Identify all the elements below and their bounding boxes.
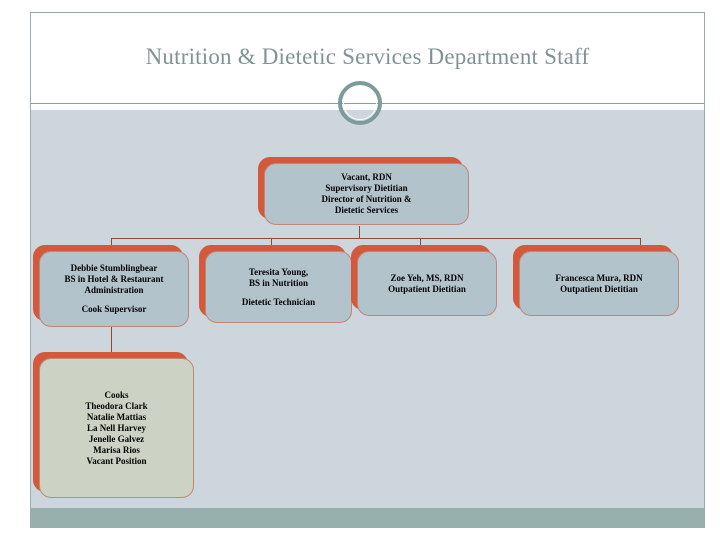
org-node-cook-supervisor[interactable]: Debbie Stumblingbear BS in Hotel & Resta… [33,245,189,327]
connector-root-stem [359,226,360,238]
node-line: Cooks [104,389,129,400]
node-face: Vacant, RDN Supervisory Dietitian Direct… [264,163,469,225]
decorative-ring-icon [338,81,382,125]
ring-outer [338,81,382,125]
page-title: Nutrition & Dietetic Services Department… [145,44,590,69]
connector-drop-2 [271,238,272,249]
node-line: BS in Nutrition [248,277,308,288]
node-line: Francesca Mura, RDN [555,272,643,283]
node-line: Natalie Mattias [86,411,147,422]
org-node-cooks-list[interactable]: Cooks Theodora Clark Natalie Mattias La … [33,352,194,498]
org-node-dietetic-technician[interactable]: Teresita Young, BS in Nutrition Dietetic… [199,245,352,323]
node-line: Debbie Stumblingbear [70,263,158,273]
connector-drop-1 [111,238,112,249]
node-line: Cook Supervisor [81,304,147,314]
node-face: Cooks Theodora Clark Natalie Mattias La … [39,358,194,498]
connector-horizontal-bus [111,238,641,239]
node-line: Outpatient Dietitian [560,283,638,294]
org-node-root[interactable]: Vacant, RDN Supervisory Dietitian Direct… [258,157,469,225]
node-line: Administration [84,285,144,295]
node-line: Theodora Clark [85,400,148,411]
org-node-zoe-yeh[interactable]: Zoe Yeh, MS, RDN Outpatient Dietitian [351,245,497,316]
node-line: La Nell Harvey [87,422,146,433]
node-face: Debbie Stumblingbear BS in Hotel & Resta… [39,251,189,327]
footer-band [31,508,704,528]
node-face: Teresita Young, BS in Nutrition Dietetic… [205,251,352,323]
node-line: Zoe Yeh, MS, RDN [390,272,464,283]
node-line: Marisa Rios [93,444,140,455]
node-line: Dietetic Services [334,205,399,215]
org-node-francesca-mura[interactable]: Francesca Mura, RDN Outpatient Dietitian [513,245,679,316]
node-face: Francesca Mura, RDN Outpatient Dietitian [519,251,679,316]
node-line: Supervisory Dietitian [325,183,408,193]
node-line: Vacant Position [86,455,147,466]
ring-inner [343,86,377,120]
connector-drop-4 [640,238,641,249]
node-line: Director of Nutrition & [321,194,412,204]
connector-drop-cooks [111,327,112,353]
node-line: BS in Hotel & Restaurant [64,274,164,284]
node-line: Jenelle Galvez [88,433,145,444]
node-line: Dietetic Technician [241,296,316,307]
node-line: Outpatient Dietitian [388,283,466,294]
node-line: Vacant, RDN [341,172,392,182]
node-line: Teresita Young, [248,266,309,277]
node-face: Zoe Yeh, MS, RDN Outpatient Dietitian [357,251,497,316]
connector-drop-3 [420,238,421,249]
